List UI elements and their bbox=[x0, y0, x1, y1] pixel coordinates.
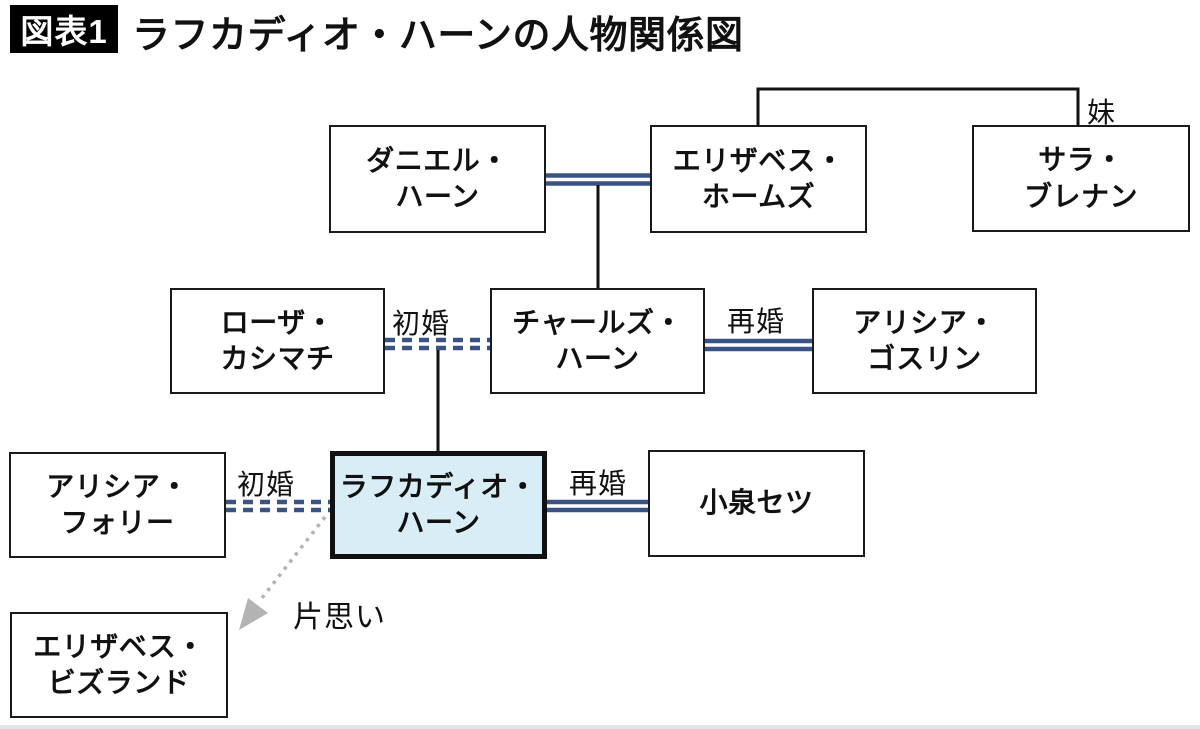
marriage-line-daniel-holmes bbox=[546, 173, 650, 186]
unrequited-love-dotted-line bbox=[260, 515, 327, 600]
remarriage-line-hearn-setsu bbox=[547, 499, 648, 513]
unrequited-love-arrowhead bbox=[239, 598, 268, 630]
remarriage-line-charles-goslin bbox=[705, 338, 812, 352]
unrequited-love-label: 片思い bbox=[293, 601, 386, 634]
person-box-koizumi-setsu: 小泉セツ bbox=[648, 450, 865, 557]
figure-title: ラフカディオ・ハーンの人物関係図 bbox=[132, 14, 744, 57]
remarriage-label-hearn: 再婚 bbox=[569, 468, 628, 499]
person-box-alicia-foley: アリシア・ フォリー bbox=[9, 452, 226, 558]
sister-label: 妹 bbox=[1087, 97, 1117, 128]
person-box-charles-hearn: チャールズ・ ハーン bbox=[490, 288, 705, 394]
person-box-alicia-goslin: アリシア・ ゴスリン bbox=[812, 288, 1037, 394]
person-box-elizabeth-holmes: エリザベス・ ホームズ bbox=[650, 125, 867, 233]
first-marriage-label-charles: 初婚 bbox=[392, 308, 451, 339]
person-box-sarah-brenane: サラ・ ブレナン bbox=[972, 125, 1190, 232]
first-marriage-line-foley-hearn bbox=[226, 499, 330, 513]
remarriage-label-charles: 再婚 bbox=[727, 306, 786, 337]
figure-number-tag: 図表1 bbox=[10, 5, 118, 53]
person-box-lafcadio-hearn: ラフカディオ・ ハーン bbox=[330, 451, 547, 559]
sister-bracket-line bbox=[756, 87, 1080, 125]
person-box-daniel-hearn: ダニエル・ ハーン bbox=[329, 125, 546, 233]
first-marriage-label-hearn: 初婚 bbox=[237, 469, 296, 500]
person-box-rosa-cassimati: ローザ・ カシマチ bbox=[170, 288, 385, 394]
person-box-elizabeth-bisland: エリザベス・ ビズランド bbox=[10, 612, 228, 718]
page-edge-shadow bbox=[0, 725, 1200, 729]
